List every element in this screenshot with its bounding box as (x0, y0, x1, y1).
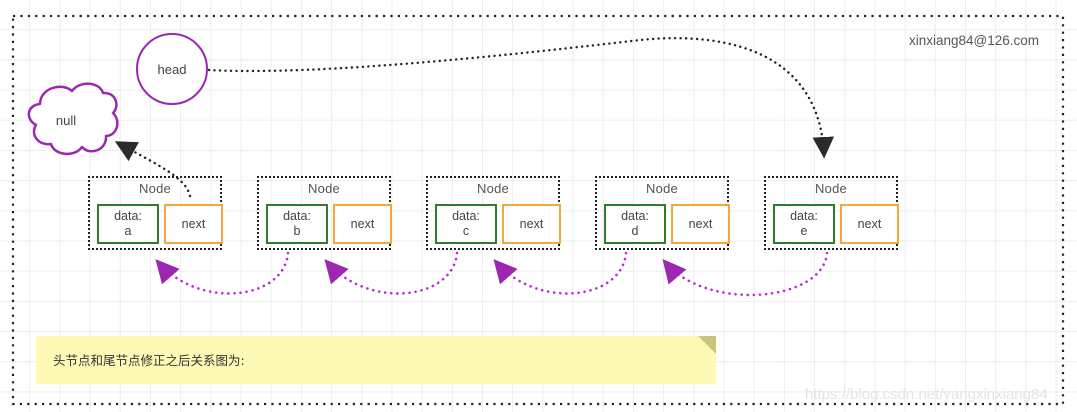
note-text: 头节点和尾节点修正之后关系图为: (53, 353, 245, 368)
note-fold-corner (698, 336, 716, 354)
node-a-next-cell[interactable]: next (164, 204, 223, 244)
null-label: null (55, 112, 77, 128)
sticky-note[interactable]: 头节点和尾节点修正之后关系图为: (36, 336, 716, 384)
node-b[interactable]: Node data: b next (257, 176, 392, 250)
node-b-data-label: data: (283, 209, 311, 224)
node-e-data-value: e (800, 224, 808, 238)
node-d-data-label: data: (621, 209, 649, 224)
node-e-data-label: data: (790, 209, 818, 224)
node-c-data-label: data: (452, 209, 480, 224)
head-node[interactable]: head (136, 33, 208, 105)
node-d[interactable]: Node data: d next (595, 176, 730, 250)
node-e-next-cell[interactable]: next (840, 204, 899, 244)
prev-connector-e-to-d (662, 251, 829, 297)
node-title: Node (308, 181, 340, 196)
node-e-data-cell[interactable]: data: e (773, 204, 835, 244)
node-c-data-cell[interactable]: data: c (435, 204, 497, 244)
head-to-tail-connector (207, 36, 835, 159)
null-cloud[interactable]: null (20, 86, 112, 154)
prev-connector-c-to-b (324, 251, 459, 295)
node-a-data-label: data: (114, 209, 142, 224)
node-b-data-value: b (293, 224, 301, 238)
node-d-next-cell[interactable]: next (671, 204, 730, 244)
node-b-next-cell[interactable]: next (333, 204, 392, 244)
node-a[interactable]: Node data: a next (88, 176, 223, 250)
node-title: Node (477, 181, 509, 196)
node-title: Node (646, 181, 678, 196)
node-b-data-cell[interactable]: data: b (266, 204, 328, 244)
node-c-data-value: c (462, 224, 470, 238)
node-d-data-value: d (631, 224, 639, 238)
node-c-next-cell[interactable]: next (502, 204, 561, 244)
node-a-data-value: a (124, 224, 132, 238)
node-title: Node (815, 181, 847, 196)
node-d-data-cell[interactable]: data: d (604, 204, 666, 244)
node-c[interactable]: Node data: c next (426, 176, 561, 250)
node-e[interactable]: Node data: e next (764, 176, 899, 250)
email-watermark: xinxiang84@126.com (908, 33, 1039, 48)
node-title: Node (139, 181, 171, 196)
prev-connector-b-to-a (155, 251, 290, 295)
node-a-data-cell[interactable]: data: a (97, 204, 159, 244)
site-watermark: https://blog.csdn.net/yangxinxiang84 (805, 386, 1048, 403)
prev-connector-d-to-c (493, 251, 628, 295)
head-label: head (157, 61, 187, 77)
